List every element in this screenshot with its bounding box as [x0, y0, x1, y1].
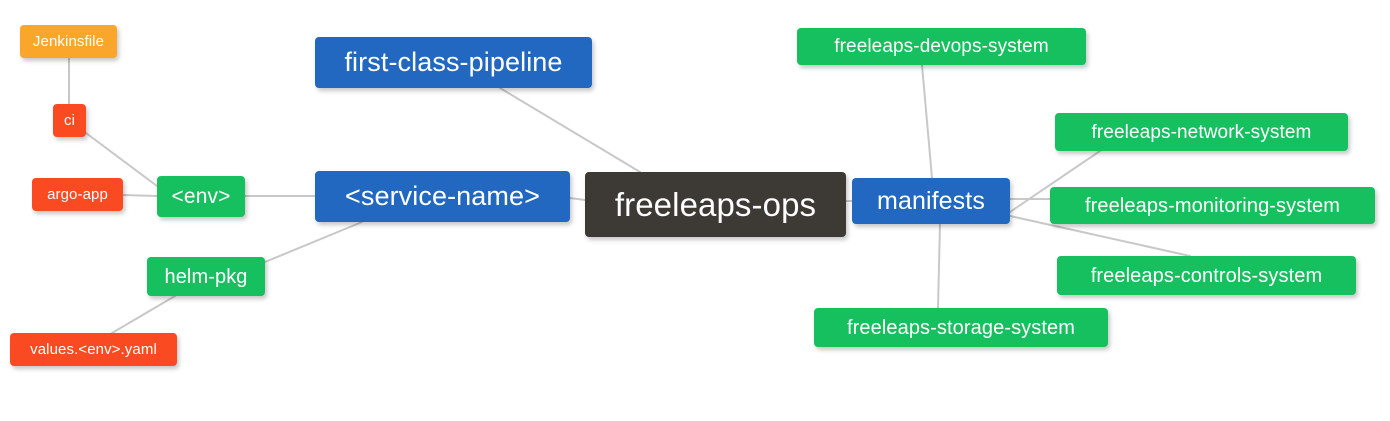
mindmap-node-monitoring-system[interactable]: freeleaps-monitoring-system: [1050, 187, 1375, 224]
edge-first-class-pipeline-to-freeleaps-ops: [499, 87, 641, 173]
edge-manifests-to-devops-system: [921, 64, 933, 179]
mindmap-node-devops-system[interactable]: freeleaps-devops-system: [797, 28, 1086, 65]
edge-service-name-to-freeleaps-ops: [569, 197, 586, 201]
mindmap-node-controls-system[interactable]: freeleaps-controls-system: [1057, 256, 1356, 295]
mindmap-node-helm-pkg[interactable]: helm-pkg: [147, 257, 265, 296]
mindmap-node-freeleaps-ops[interactable]: freeleaps-ops: [585, 172, 846, 237]
edge-service-name-to-helm-pkg: [264, 221, 363, 263]
mindmap-node-storage-system[interactable]: freeleaps-storage-system: [814, 308, 1108, 347]
mindmap-node-jenkinsfile[interactable]: Jenkinsfile: [20, 25, 117, 58]
edge-manifests-to-storage-system: [937, 223, 941, 309]
mindmap-node-env[interactable]: <env>: [157, 176, 245, 217]
mindmap-node-first-class-pipeline[interactable]: first-class-pipeline: [315, 37, 592, 88]
mindmap-node-manifests[interactable]: manifests: [852, 178, 1010, 224]
mindmap-node-argo-app[interactable]: argo-app: [32, 178, 123, 211]
mindmap-node-values-yaml[interactable]: values.<env>.yaml: [10, 333, 177, 366]
mindmap-node-service-name[interactable]: <service-name>: [315, 171, 570, 222]
mindmap-node-network-system[interactable]: freeleaps-network-system: [1055, 113, 1348, 151]
edge-helm-pkg-to-values-yaml: [111, 295, 176, 334]
edge-argo-app-to-env: [122, 194, 158, 197]
mindmap-node-ci[interactable]: ci: [53, 104, 86, 137]
